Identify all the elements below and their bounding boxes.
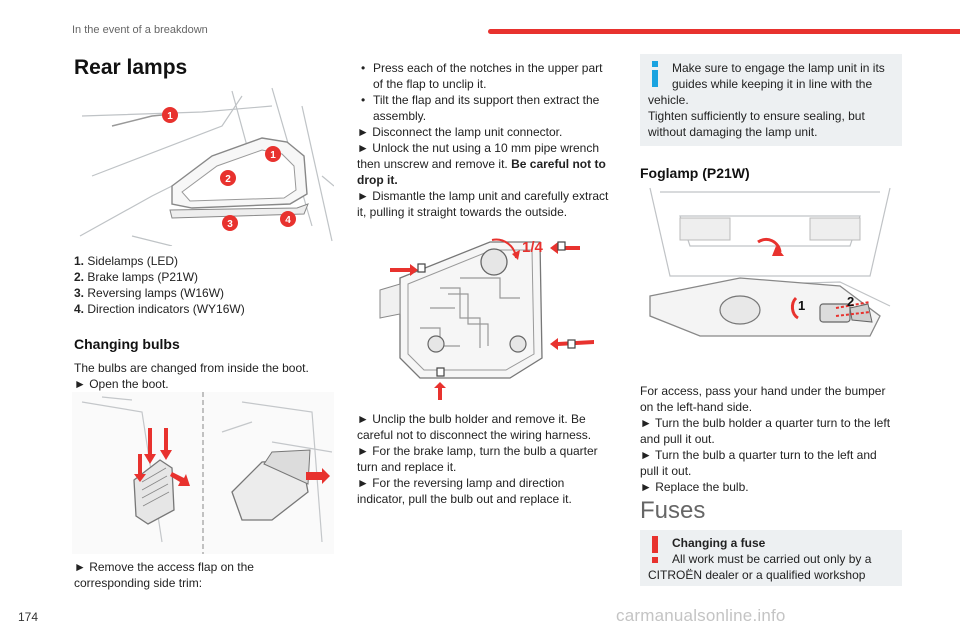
foglamp-diagram: 1 2 <box>649 187 891 337</box>
diagram-marker-1a <box>162 107 178 123</box>
quarter-turn-label: 1/4 <box>522 239 544 256</box>
list-item: Tilt the flap and its support then extra… <box>357 92 617 124</box>
warning-note-box: Changing a fuse All work must be carried… <box>640 530 902 586</box>
diagram-marker-label: 4 <box>285 215 291 226</box>
middle-steps-top: Press each of the notches in the upper p… <box>357 60 617 220</box>
diagram-marker-label: 2 <box>225 174 231 185</box>
legend-item: 2. Brake lamps (P21W) <box>74 270 199 284</box>
diagram-marker-4 <box>280 211 296 227</box>
legend-item: 1. Sidelamps (LED) <box>74 254 179 268</box>
legend-item: 4. Direction indicators (WY16W) <box>74 302 245 316</box>
watermark: carmanualsonline.info <box>616 606 786 625</box>
diagram-marker-label: 1 <box>270 150 276 161</box>
info-note-text: Make sure to engage the lamp unit in its… <box>672 61 885 91</box>
page-title: Rear lamps <box>74 56 188 79</box>
header-accent-bar <box>488 29 960 34</box>
warning-note-text-cont: CITROËN dealer or a qualified workshop <box>648 568 866 582</box>
list-item: Press each of the notches in the upper p… <box>357 60 617 92</box>
info-note-box: Make sure to engage the lamp unit in its… <box>640 54 902 146</box>
middle-steps-bottom: ► Unclip the bulb holder and remove it. … <box>357 412 598 506</box>
lamp-unit-diagram: 1/4 <box>379 238 594 400</box>
diagram-marker-3 <box>222 215 238 231</box>
page-number: 174 <box>18 610 39 624</box>
fog-marker-1: 1 <box>798 298 805 313</box>
info-note-text-cont: vehicle. Tighten sufficiently to ensure … <box>648 93 865 139</box>
diagram-marker-1b <box>265 146 281 162</box>
remove-flap-text: ► Remove the access flap on the correspo… <box>74 560 254 590</box>
diagram-marker-label: 1 <box>167 111 173 122</box>
info-icon <box>652 61 658 87</box>
warning-icon <box>652 536 658 563</box>
changing-bulbs-heading: Changing bulbs <box>74 336 180 352</box>
legend-item: 3. Reversing lamps (W16W) <box>74 286 225 300</box>
running-header: In the event of a breakdown <box>72 24 208 36</box>
rear-lamp-diagram: 1 1 2 3 4 <box>79 87 334 246</box>
lamp-legend: 1. Sidelamps (LED) 2. Brake lamps (P21W)… <box>74 253 245 317</box>
warning-note-text: Changing a fuse All work must be carried… <box>672 536 872 566</box>
fuses-heading: Fuses <box>640 497 706 524</box>
foglamp-steps: For access, pass your hand under the bum… <box>640 384 891 494</box>
flap-bullet-list: Press each of the notches in the upper p… <box>357 60 617 124</box>
foglamp-heading: Foglamp (P21W) <box>640 165 750 181</box>
changing-bulbs-text: The bulbs are changed from inside the bo… <box>74 361 309 391</box>
fog-marker-2: 2 <box>847 294 854 309</box>
diagram-marker-label: 3 <box>227 219 233 230</box>
access-flap-diagram <box>72 392 334 554</box>
diagram-marker-2 <box>220 170 236 186</box>
